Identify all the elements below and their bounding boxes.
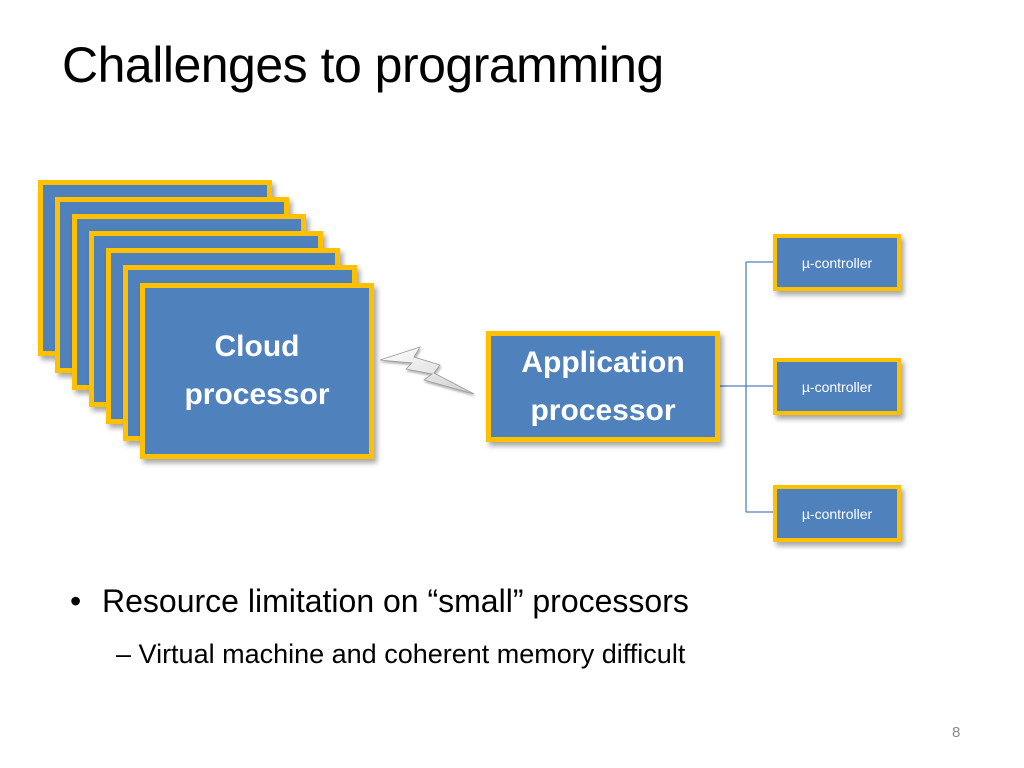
bullet-text: Resource limitation on “small” processor… [102, 583, 689, 619]
micro-controller-label: µ-controller [801, 254, 873, 271]
cloud-label-line1: Cloud [214, 330, 300, 363]
app-label-line1: Application [521, 345, 685, 379]
slide-title: Challenges to programming [62, 37, 664, 93]
micro-controller-box: µ-controller [773, 485, 901, 542]
micro-controller-label: µ-controller [801, 378, 873, 395]
cloud-label-line2: processor [184, 378, 330, 411]
sub-bullet-marker: – [116, 639, 132, 669]
lightning-bolt-icon [379, 346, 475, 395]
sub-bullet-text: Virtual machine and coherent memory diff… [138, 639, 686, 669]
application-processor-box: Application processor [486, 331, 720, 442]
cloud-processor-box: Cloud processor [140, 283, 374, 459]
micro-controller-label: µ-controller [801, 505, 873, 522]
app-label-line2: processor [530, 393, 676, 427]
page-number: 8 [952, 724, 961, 741]
bullet-marker: • [70, 583, 82, 619]
sub-bullet-item: – Virtual machine and coherent memory di… [116, 639, 685, 670]
micro-controller-box: µ-controller [773, 234, 901, 291]
micro-controller-box: µ-controller [773, 358, 901, 415]
